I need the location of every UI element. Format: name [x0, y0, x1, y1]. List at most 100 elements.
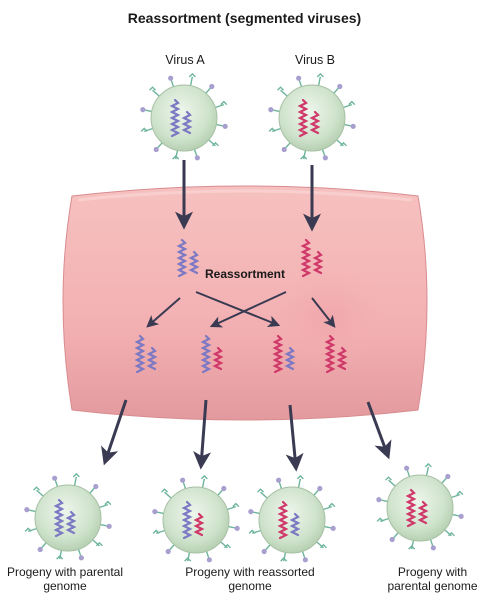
spike-fork — [223, 543, 231, 549]
reassortment-label: Reassortment — [204, 267, 286, 281]
spike-fork — [232, 502, 240, 508]
progeny-virion-2 — [152, 474, 240, 563]
spike — [220, 541, 228, 549]
spike-head — [153, 146, 159, 153]
virion-genome — [53, 498, 77, 538]
rna-segment-long — [53, 498, 65, 538]
spike-head — [330, 525, 336, 531]
rna-segment-short — [336, 346, 348, 371]
spike-fork — [408, 545, 416, 550]
spike-head — [376, 497, 382, 503]
progeny-caption-2: Progeny with reassorted genome — [170, 565, 330, 593]
spike — [323, 505, 333, 511]
arrow-to-set-1 — [146, 297, 181, 328]
progeny-caption-1: Progeny with parental genome — [0, 565, 130, 593]
rna-segment-short — [309, 110, 321, 135]
spike-fork — [140, 127, 148, 132]
spike-fork — [424, 462, 432, 468]
rna-segment-long — [405, 488, 417, 528]
spike-head — [350, 123, 356, 129]
spike — [36, 489, 44, 497]
rna-segment-long — [324, 334, 336, 374]
virus-b — [268, 72, 356, 161]
rna-set-3 — [272, 334, 296, 374]
spike — [208, 139, 216, 147]
arrow-b-to-set-2 — [209, 291, 287, 328]
spike — [282, 552, 287, 562]
spike-head — [93, 483, 99, 490]
spike-head — [168, 75, 174, 81]
virus-b-label: Virus B — [294, 53, 336, 67]
spike-head — [296, 75, 302, 81]
released-rna-a — [176, 238, 200, 278]
spike-head — [37, 546, 43, 553]
rna-segment-short — [212, 346, 224, 371]
spike — [302, 150, 307, 160]
spike — [379, 517, 389, 523]
spike — [297, 478, 302, 488]
rna-segment-short — [417, 500, 429, 525]
progeny-caption-1-line2: genome — [43, 579, 87, 593]
spike-head — [234, 525, 240, 531]
spike — [317, 76, 322, 86]
spike-fork — [376, 517, 384, 522]
spike-head — [180, 477, 186, 483]
rna-segment-long — [181, 500, 193, 540]
spike-head — [24, 507, 30, 513]
rna-segment-long — [169, 98, 181, 138]
spike-fork — [348, 100, 356, 106]
spike-fork — [220, 100, 228, 106]
progeny-virion-4 — [376, 462, 464, 551]
spike — [388, 479, 396, 487]
rna-sets — [134, 334, 348, 374]
spike — [251, 529, 261, 535]
arrow-exit-2 — [193, 399, 212, 470]
spike-fork — [447, 531, 455, 537]
rna-segment-short — [312, 250, 324, 275]
spike-fork — [277, 86, 285, 91]
spike — [451, 493, 461, 499]
spike — [444, 529, 452, 537]
spike-fork — [161, 488, 169, 493]
rna-segment-short — [65, 510, 77, 535]
spike-head — [165, 548, 171, 555]
spike-fork — [268, 127, 276, 132]
spike — [143, 127, 153, 133]
spike-head — [221, 485, 227, 492]
spike-head — [206, 557, 212, 563]
rna-segment-short — [289, 512, 301, 537]
spike-head — [302, 557, 308, 563]
rna-segment-long — [272, 334, 284, 374]
spike — [58, 550, 63, 560]
released-rna — [176, 238, 324, 278]
spike — [336, 139, 344, 147]
spike-head — [194, 155, 200, 161]
spike — [271, 127, 281, 133]
progeny-caption-2-line2: genome — [228, 579, 272, 593]
released-rna-b — [300, 238, 324, 278]
spike — [99, 503, 109, 509]
rna-segment-short — [193, 512, 205, 537]
spike-head — [337, 83, 343, 90]
arrow-a-to-set-3 — [195, 291, 281, 327]
spike — [227, 505, 237, 511]
spike-head — [389, 536, 395, 543]
spike — [164, 491, 172, 499]
progeny-caption-3-line1: Progeny with — [397, 565, 468, 579]
spike-head — [152, 509, 158, 515]
spike — [280, 89, 288, 97]
spike-fork — [188, 72, 196, 78]
progeny-caption-3: Progeny with parental genome — [380, 565, 485, 593]
spike — [186, 552, 191, 562]
progeny-caption-1-line1: Progeny with parental — [6, 565, 124, 579]
spike — [201, 478, 206, 488]
spike-fork — [104, 500, 112, 506]
virions — [24, 72, 464, 563]
spike-head — [78, 555, 84, 561]
spike-fork — [24, 527, 32, 532]
arrow-exit-3 — [285, 404, 304, 472]
virion-genome — [169, 98, 193, 138]
diagram-title: Reassortment (segmented viruses) — [127, 10, 362, 26]
spike-head — [209, 83, 215, 90]
